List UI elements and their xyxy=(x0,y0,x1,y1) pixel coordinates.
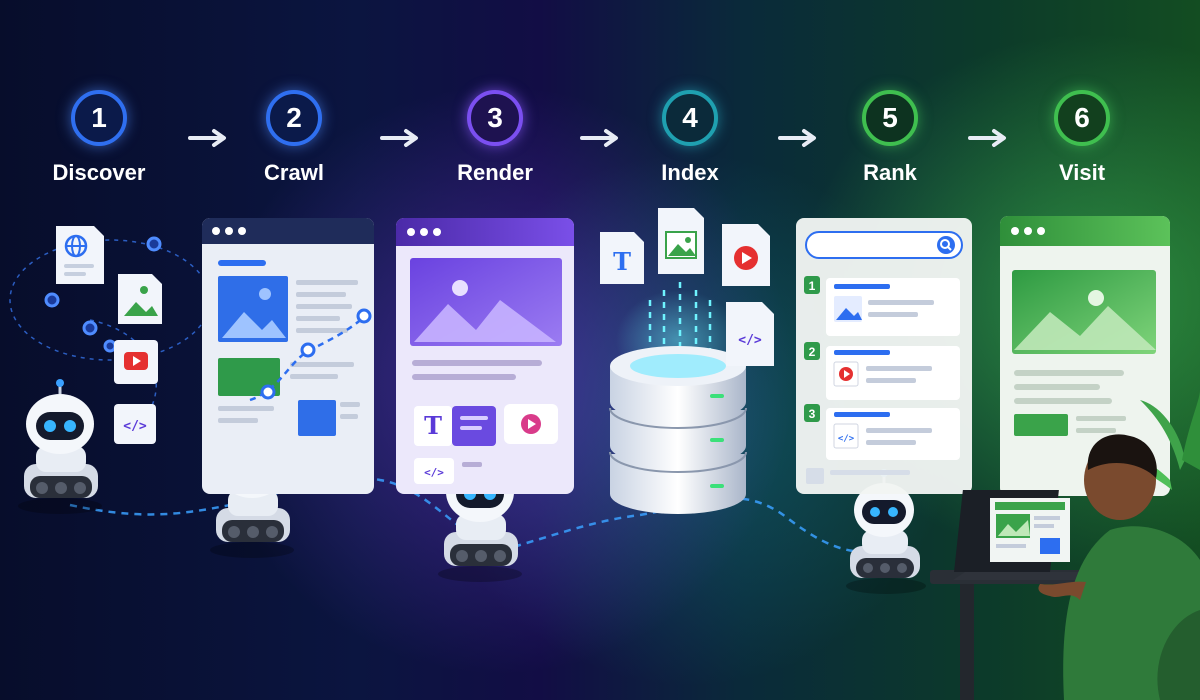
laptop xyxy=(953,490,1095,580)
desk-scene xyxy=(930,434,1200,700)
arrow-right-icon xyxy=(778,129,816,147)
document-code: </> xyxy=(114,404,156,444)
document-video xyxy=(114,340,158,384)
discover-cluster: </> xyxy=(9,226,211,444)
index-database xyxy=(609,282,747,514)
step-label: Crawl xyxy=(264,160,324,185)
arrow-right-icon xyxy=(580,129,618,147)
crawl-browser-window xyxy=(202,218,374,494)
svg-text:</>: </> xyxy=(123,419,147,434)
document-globe xyxy=(56,226,104,284)
render-browser-window: T </> xyxy=(396,218,574,494)
arrow-right-icon xyxy=(188,129,226,147)
step-label: Discover xyxy=(52,160,146,185)
step-number-badge: 2 xyxy=(266,90,322,146)
step-number-badge: 6 xyxy=(1054,90,1110,146)
index-doc-image xyxy=(658,208,704,274)
svg-text:1: 1 xyxy=(809,279,816,293)
step-crawl: 2 Crawl xyxy=(234,90,354,186)
robot-crawler-1 xyxy=(18,379,102,514)
step-discover: 1 Discover xyxy=(39,90,159,186)
svg-text:T: T xyxy=(424,411,442,440)
person-avatar xyxy=(1038,434,1200,700)
step-number-badge: 5 xyxy=(862,90,918,146)
index-doc-code: </> xyxy=(726,302,774,366)
step-index: 4 Index xyxy=(630,90,750,186)
arrow-right-icon xyxy=(968,129,1006,147)
step-number-badge: 1 xyxy=(71,90,127,146)
step-render: 3 Render xyxy=(435,90,555,186)
svg-text:</>: </> xyxy=(424,466,444,479)
rank-search-results: 1 2 3 </> xyxy=(796,218,972,494)
visit-browser-window xyxy=(1000,216,1170,496)
svg-text:</>: </> xyxy=(838,434,855,444)
document-image xyxy=(118,274,162,324)
svg-text:T: T xyxy=(613,247,631,276)
step-rank: 5 Rank xyxy=(830,90,950,186)
svg-text:</>: </> xyxy=(738,333,762,348)
svg-text:3: 3 xyxy=(809,407,816,421)
svg-text:2: 2 xyxy=(809,345,816,359)
index-doc-video xyxy=(722,224,770,286)
step-number-badge: 3 xyxy=(467,90,523,146)
step-label: Index xyxy=(661,160,719,185)
arrow-right-icon xyxy=(380,129,418,147)
step-label: Render xyxy=(457,160,533,185)
step-visit: 6 Visit xyxy=(1022,90,1142,186)
step-label: Visit xyxy=(1058,160,1106,185)
step-label: Rank xyxy=(863,160,917,185)
robot-crawler-4 xyxy=(846,469,926,594)
step-number-badge: 4 xyxy=(662,90,718,146)
index-doc-text: T xyxy=(600,232,644,284)
